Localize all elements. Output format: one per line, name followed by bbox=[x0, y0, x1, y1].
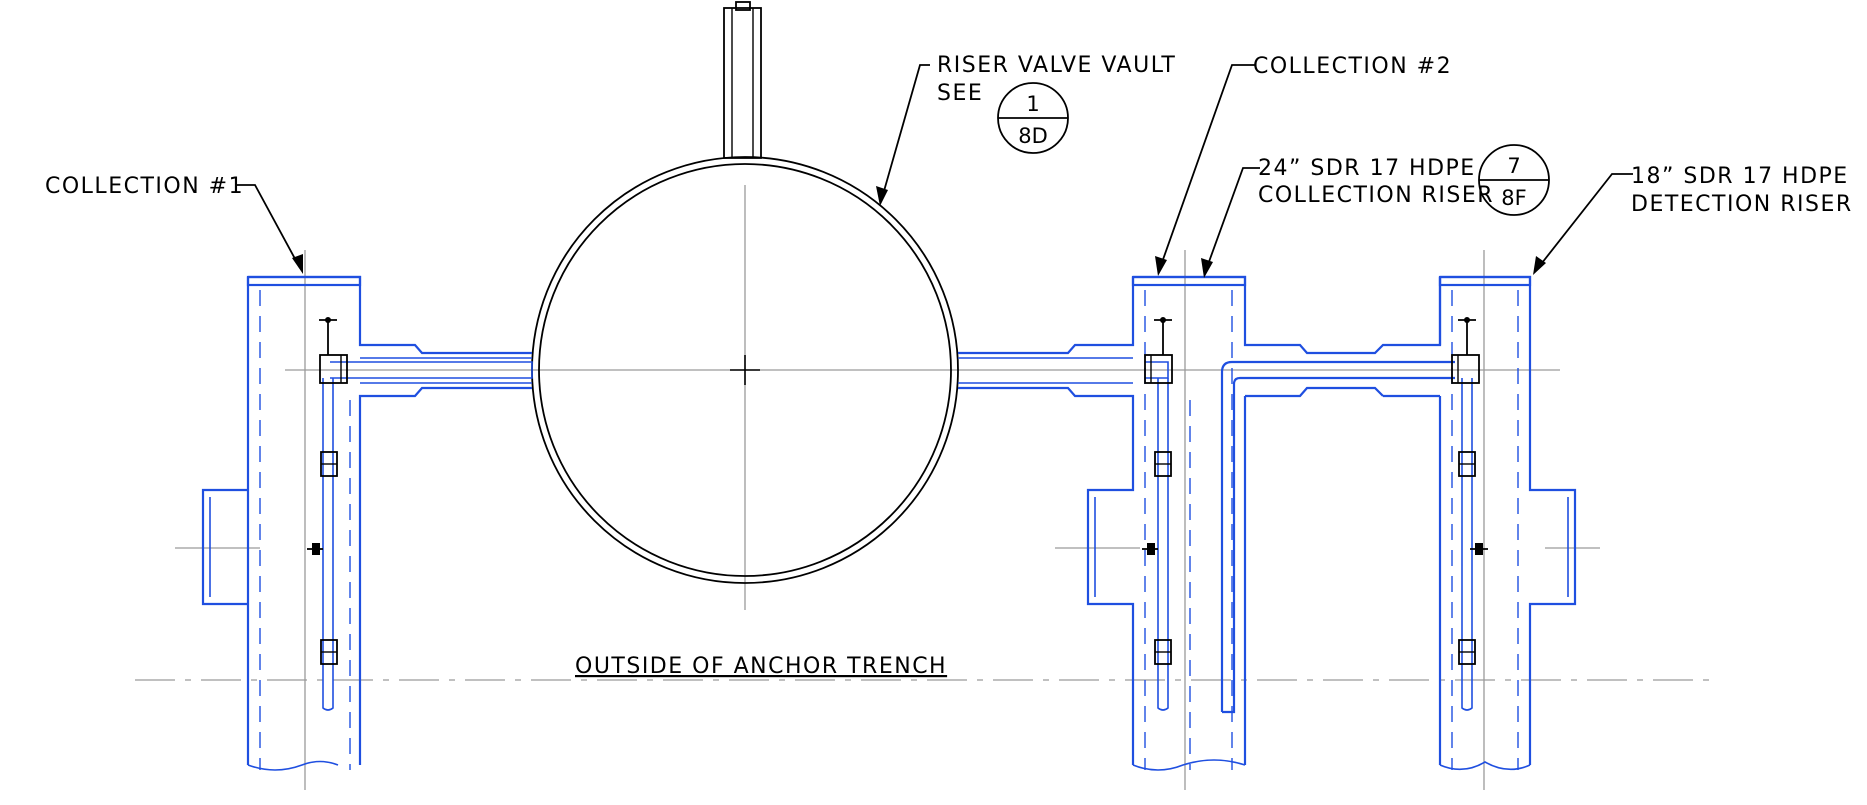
detail-bubble-riser-sheet: 8F bbox=[1501, 186, 1526, 210]
detection-riser-top-cap bbox=[1438, 275, 1532, 287]
collection-riser-arrow bbox=[1201, 258, 1213, 278]
label-collection-riser-line2: COLLECTION RISER bbox=[1258, 183, 1494, 208]
annotations: COLLECTION #1 RISER VALVE VAULT SEE COLL… bbox=[45, 53, 1853, 679]
collection-1-arrow bbox=[292, 254, 303, 274]
collection-2-break bbox=[1132, 759, 1246, 771]
collection-2-valve-knob bbox=[1160, 317, 1166, 323]
detection-riser-arrow bbox=[1533, 256, 1546, 275]
collection-2-riser bbox=[958, 275, 1455, 771]
collection-1-sampling-pipe bbox=[322, 378, 334, 711]
detection-riser-pipe bbox=[1220, 360, 1455, 714]
collection-1-valve-body bbox=[319, 354, 348, 384]
collection-1-valve-knob bbox=[325, 317, 331, 323]
collection-2-leader bbox=[1159, 64, 1255, 269]
collection-1-outline bbox=[201, 275, 532, 765]
detection-valve-knob bbox=[1464, 317, 1470, 323]
collection-2-valve-body bbox=[1144, 354, 1173, 384]
centerlines bbox=[135, 185, 1710, 790]
detail-bubble-riser-number: 7 bbox=[1507, 154, 1520, 178]
detection-sampling-pipe bbox=[1461, 378, 1473, 711]
label-collection-2: COLLECTION #2 bbox=[1253, 54, 1452, 79]
collection-1-leader bbox=[237, 184, 301, 269]
label-anchor-trench: OUTSIDE OF ANCHOR TRENCH bbox=[575, 654, 947, 679]
label-riser-vault-line1: RISER VALVE VAULT bbox=[937, 53, 1176, 78]
detail-bubble-vault-sheet: 8D bbox=[1018, 124, 1048, 148]
collection-1-break bbox=[247, 760, 339, 771]
collection-2-small-pipe bbox=[1145, 361, 1169, 379]
collection-1-small-pipe bbox=[330, 361, 533, 379]
detection-lateral-bottom bbox=[1245, 386, 1384, 398]
detail-bubble-vault-number: 1 bbox=[1026, 92, 1039, 116]
collection-2-sampling-pipe bbox=[1157, 378, 1169, 711]
detection-valve-body bbox=[1451, 354, 1480, 384]
detection-riser-outline bbox=[1383, 275, 1577, 765]
vault-inner-wall bbox=[538, 163, 952, 577]
collection-1-lateral-inner bbox=[360, 357, 532, 384]
detail-bubble-vault[interactable]: 1 8D bbox=[997, 82, 1069, 154]
vault-stack-cap bbox=[735, 1, 751, 11]
collection-2-top-cap bbox=[1131, 275, 1247, 287]
detection-riser-leader bbox=[1537, 173, 1633, 269]
collection-2-outline bbox=[958, 275, 1442, 765]
collection-2-lateral-inner bbox=[958, 357, 1133, 384]
collection-riser-leader bbox=[1205, 167, 1260, 271]
vault-access-stack bbox=[723, 7, 762, 159]
detail-bubble-collection-riser[interactable]: 7 8F bbox=[1478, 144, 1550, 216]
collection-1-top-cap bbox=[246, 275, 362, 287]
detection-break bbox=[1439, 761, 1531, 771]
detection-riser bbox=[1245, 275, 1577, 771]
collection-1-riser bbox=[201, 275, 533, 771]
label-detection-riser-line2: DETECTION RISER bbox=[1631, 192, 1853, 217]
label-collection-1: COLLECTION #1 bbox=[45, 174, 244, 199]
collection-2-arrow bbox=[1155, 256, 1167, 276]
label-detection-riser-line1: 18” SDR 17 HDPE bbox=[1631, 164, 1849, 189]
riser-vault-leader bbox=[881, 64, 930, 199]
leaders bbox=[237, 64, 1633, 278]
label-collection-riser-line1: 24” SDR 17 HDPE bbox=[1258, 156, 1476, 181]
label-riser-vault-line2: SEE bbox=[937, 81, 983, 106]
riser-vault-arrow bbox=[876, 186, 888, 206]
